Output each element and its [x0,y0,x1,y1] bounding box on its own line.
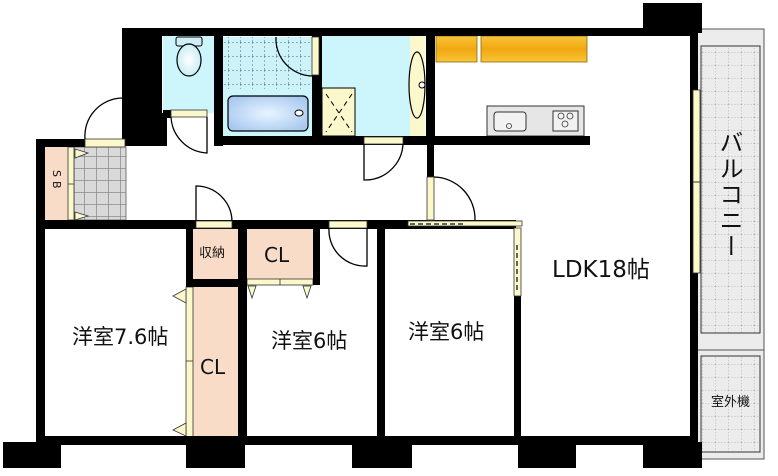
door-swings [84,36,476,267]
shuno-storage [193,229,238,279]
shoe-box [45,147,68,220]
closet-tall-label: CL [200,355,226,379]
room-label-western-6-b: 洋室6帖 [408,320,485,344]
entrance-floor [73,146,127,221]
washbasin-icon [408,35,426,137]
balcony-label: バルコニー [715,130,743,260]
closet-tall [193,287,238,437]
room-label-western-6-a: 洋室6帖 [271,329,348,353]
shoe-box-label: SB [50,170,63,193]
outdoor-unit-label: 室外機 [711,395,751,410]
washing-machine-pan-icon [321,87,356,137]
bathtub-icon [227,95,309,132]
closet-small [247,229,313,279]
kitchen-sink-icon [493,111,527,132]
kitchen-counter [486,105,585,137]
room-label-western-7-6: 洋室7.6帖 [72,325,169,349]
shuno-label: 収納 [199,246,226,261]
bath-floor [223,37,312,89]
toilet-icon [175,36,203,77]
door-frames [84,36,701,297]
balcony [696,28,765,460]
kitchen-cabinets [435,35,588,63]
closet-small-label: CL [264,243,290,267]
room-label-ldk: LDK18帖 [552,257,650,283]
